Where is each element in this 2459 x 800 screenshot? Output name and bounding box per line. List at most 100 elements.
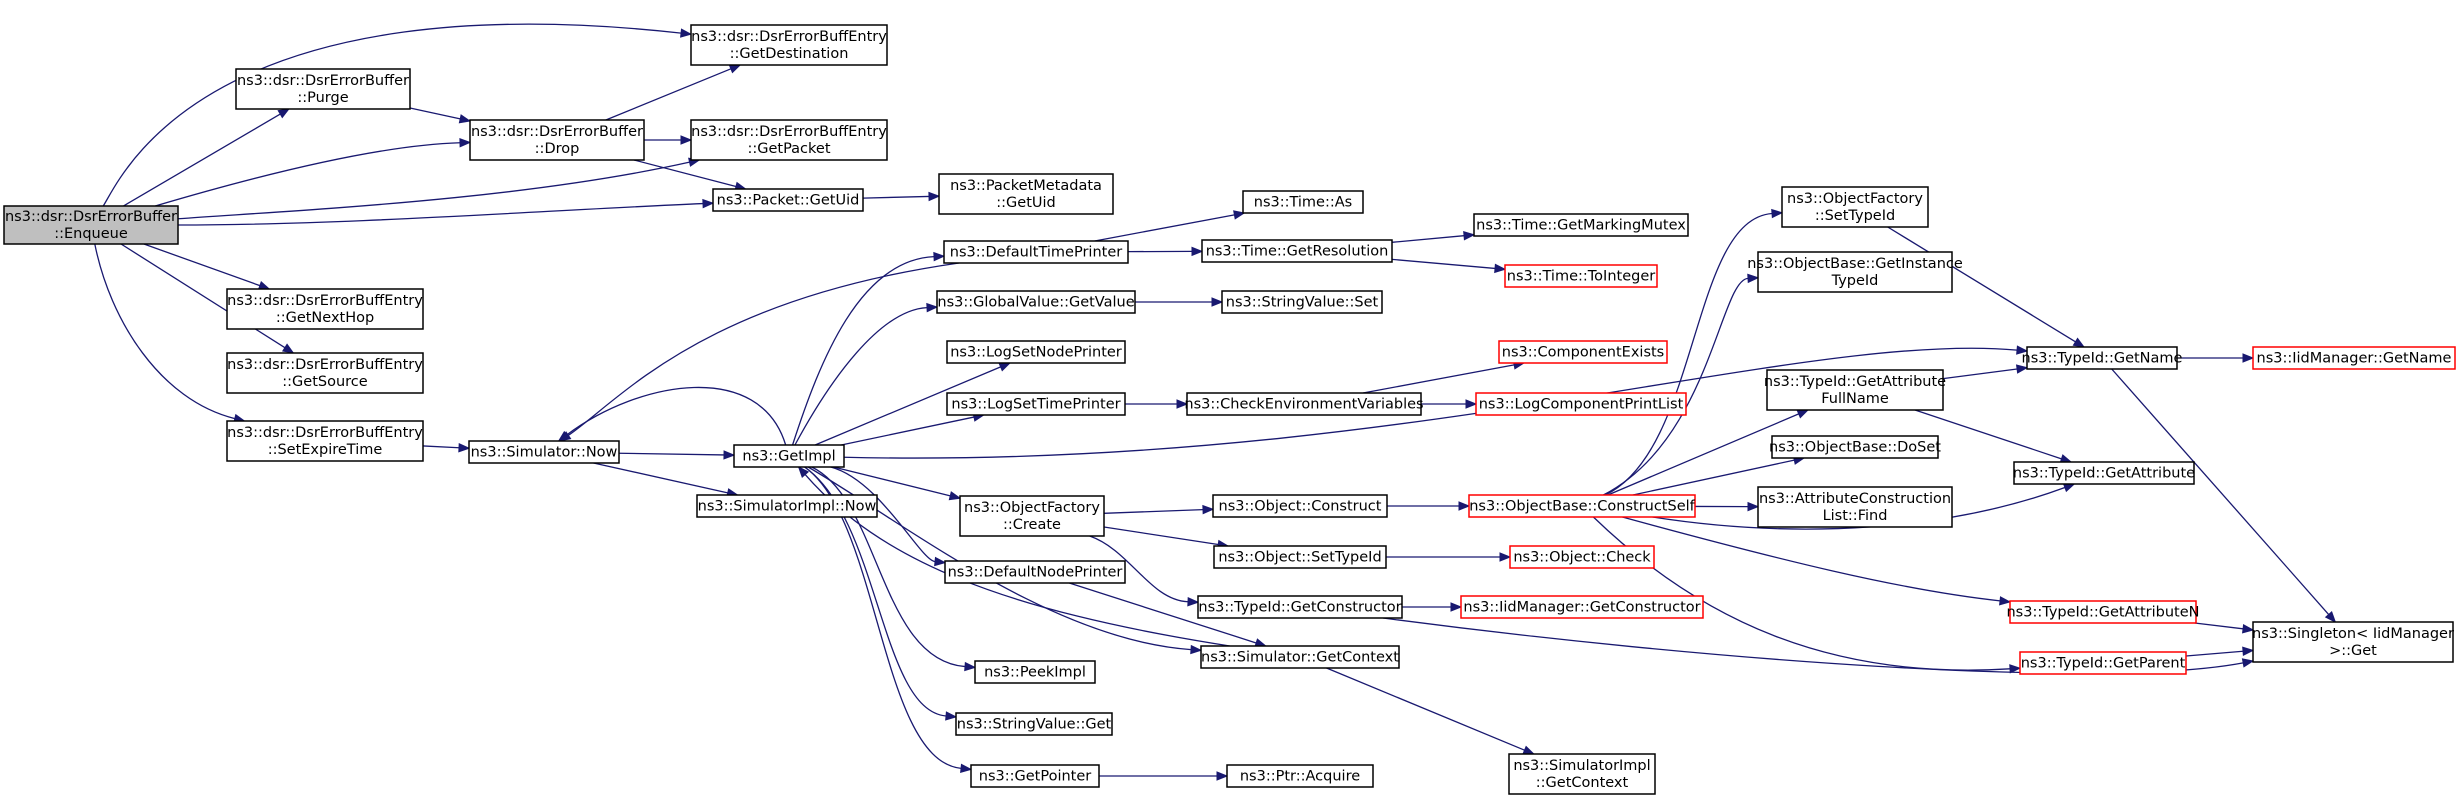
edge-line <box>811 466 966 668</box>
node-deftimeprinter[interactable]: ns3::DefaultTimePrinter <box>943 240 1129 264</box>
node-svget[interactable]: ns3::StringValue::Get <box>955 712 1113 736</box>
call-edge-enqueue-to-drop <box>155 138 472 207</box>
node-getdest[interactable]: ns3::dsr::DsrErrorBuffEntry::GetDestinat… <box>690 24 888 66</box>
edge-line <box>155 142 461 207</box>
edge-line <box>567 262 960 436</box>
node-obdoset[interactable]: ns3::ObjectBase::DoSet <box>1769 435 1941 459</box>
node-box <box>1771 435 1939 459</box>
edge-arrowhead <box>728 64 742 74</box>
call-edge-obconstructself-to-ofsettypeid <box>1604 208 1784 496</box>
call-edge-checkenv-to-logcomplist <box>1421 399 1478 409</box>
edge-arrowhead <box>1216 771 1229 781</box>
node-box <box>1473 213 1689 237</box>
node-label-line: ns3::TypeId::GetAttribute <box>2013 466 2195 482</box>
node-defnodeprinter[interactable]: ns3::DefaultNodePrinter <box>944 560 1126 584</box>
node-label-line: ns3::TypeId::GetAttribute <box>1764 374 1946 390</box>
edge-arrowhead <box>1999 596 2012 606</box>
edge-line <box>618 452 725 456</box>
node-label-line: ns3::DefaultTimePrinter <box>950 245 1122 261</box>
node-iidgetctor[interactable]: ns3::IidManager::GetConstructor <box>1460 595 1704 619</box>
call-edge-enqueue-to-getdest <box>102 23 693 207</box>
call-edge-enqueue-to-getsource <box>120 243 295 354</box>
node-box <box>1468 494 1696 518</box>
node-label-line: ns3::Ptr::Acquire <box>1240 769 1360 785</box>
node-pmgetuid[interactable]: ns3::PacketMetadata::GetUid <box>938 173 1114 215</box>
edge-arrowhead <box>928 191 941 202</box>
edge-arrowhead <box>2241 658 2255 668</box>
node-box <box>2013 461 2195 485</box>
node-setexpire[interactable]: ns3::dsr::DsrErrorBuffEntry::SetExpireTi… <box>226 420 424 462</box>
node-logsetnode[interactable]: ns3::LogSetNodePrinter <box>946 340 1126 364</box>
node-peekimpl[interactable]: ns3::PeekImpl <box>974 660 1096 684</box>
node-simgetctx[interactable]: ns3::Simulator::GetContext <box>1200 645 1400 669</box>
node-box <box>1213 545 1387 569</box>
node-compexists[interactable]: ns3::ComponentExists <box>1498 340 1668 364</box>
node-checkenv[interactable]: ns3::CheckEnvironmentVariables <box>1184 392 1424 416</box>
node-getnexthop[interactable]: ns3::dsr::DsrErrorBuffEntry::GetNextHop <box>226 288 424 330</box>
node-tidgetattrn[interactable]: ns3::TypeId::GetAttributeN <box>2006 600 2200 624</box>
node-tidgetctor[interactable]: ns3::TypeId::GetConstructor <box>1197 595 1403 619</box>
edge-arrowhead <box>933 251 946 262</box>
node-objsettypeid[interactable]: ns3::Object::SetTypeId <box>1213 545 1387 569</box>
node-getpointer[interactable]: ns3::GetPointer <box>970 764 1100 788</box>
call-edge-obconstructself-to-acfind <box>1694 501 1760 512</box>
node-ofsettypeid[interactable]: ns3::ObjectFactory::SetTypeId <box>1781 186 1929 228</box>
node-getimpl[interactable]: ns3::GetImpl <box>733 444 845 468</box>
node-label-line: ::GetNextHop <box>276 310 374 326</box>
node-label-line: ns3::TypeId::GetName <box>2022 351 2183 367</box>
node-tidgetattr[interactable]: ns3::TypeId::GetAttribute <box>2013 461 2195 485</box>
node-box <box>2026 346 2178 370</box>
node-logsettime[interactable]: ns3::LogSetTimePrinter <box>946 392 1126 416</box>
edge-arrowhead <box>1499 552 1512 562</box>
node-timemutex[interactable]: ns3::Time::GetMarkingMutex <box>1473 213 1689 237</box>
call-edge-getimpl-to-deftimeprinter <box>791 251 946 446</box>
call-edge-enqueue-to-getnexthop <box>143 243 271 290</box>
node-logcomplist[interactable]: ns3::LogComponentPrintList <box>1475 392 1687 416</box>
node-timeas[interactable]: ns3::Time::As <box>1242 190 1364 214</box>
node-ptracquire[interactable]: ns3::Ptr::Acquire <box>1226 764 1374 788</box>
node-svset[interactable]: ns3::StringValue::Set <box>1221 290 1383 314</box>
node-gvgetvalue[interactable]: ns3::GlobalValue::GetValue <box>936 290 1136 314</box>
call-edge-timegetres-to-timetoint <box>1391 258 1507 274</box>
node-box <box>1226 764 1374 788</box>
node-getuid[interactable]: ns3::Packet::GetUid <box>712 188 864 212</box>
node-simimplctx[interactable]: ns3::SimulatorImpl::GetContext <box>1508 753 1656 795</box>
node-timetoint[interactable]: ns3::Time::ToInteger <box>1504 264 1658 288</box>
node-tidgetparent[interactable]: ns3::TypeId::GetParent <box>2019 651 2187 675</box>
node-objcheck[interactable]: ns3::Object::Check <box>1509 545 1655 569</box>
edge-line <box>177 202 704 226</box>
node-obconstructself[interactable]: ns3::ObjectBase::ConstructSelf <box>1468 494 1696 518</box>
node-simimplnow[interactable]: ns3::SimulatorImpl::Now <box>696 494 878 518</box>
node-label-line: ::GetContext <box>1536 775 1629 791</box>
node-objconstruct[interactable]: ns3::Object::Construct <box>1212 494 1388 518</box>
node-label-line: ns3::dsr::DsrErrorBuffEntry <box>227 425 423 441</box>
node-getpacket[interactable]: ns3::dsr::DsrErrorBuffEntry::GetPacket <box>690 119 888 161</box>
call-edge-getimpl-to-logsettime <box>841 412 986 446</box>
node-enqueue[interactable]: ns3::dsr::DsrErrorBuffer::Enqueue <box>3 205 179 245</box>
node-label-line: ::SetTypeId <box>1815 208 1895 224</box>
node-box <box>690 24 888 66</box>
node-box <box>943 240 1129 264</box>
node-box <box>946 340 1126 364</box>
edge-arrowhead <box>458 442 471 453</box>
node-label-line: ::Purge <box>297 90 348 106</box>
node-purge[interactable]: ns3::dsr::DsrErrorBuffer::Purge <box>235 68 411 110</box>
edge-line <box>1622 516 2001 602</box>
edge-arrowhead <box>1458 501 1471 511</box>
node-getsource[interactable]: ns3::dsr::DsrErrorBuffEntry::GetSource <box>226 352 424 394</box>
node-label-line: ::GetPacket <box>747 141 830 157</box>
node-tidgetname[interactable]: ns3::TypeId::GetName <box>2022 346 2183 370</box>
node-label-line: ns3::Time::GetResolution <box>1206 244 1389 260</box>
node-timegetres[interactable]: ns3::Time::GetResolution <box>1201 239 1393 263</box>
node-label-line: ::Enqueue <box>54 226 128 242</box>
node-simnow[interactable]: ns3::Simulator::Now <box>468 440 620 464</box>
node-singletonget[interactable]: ns3::Singleton< IidManager>::Get <box>2252 621 2454 663</box>
edge-line <box>605 68 732 121</box>
node-drop[interactable]: ns3::dsr::DsrErrorBuffer::Drop <box>469 119 645 161</box>
node-ofcreate[interactable]: ns3::ObjectFactory::Create <box>959 495 1105 537</box>
node-iidgetname[interactable]: ns3::IidManager::GetName <box>2252 346 2456 370</box>
